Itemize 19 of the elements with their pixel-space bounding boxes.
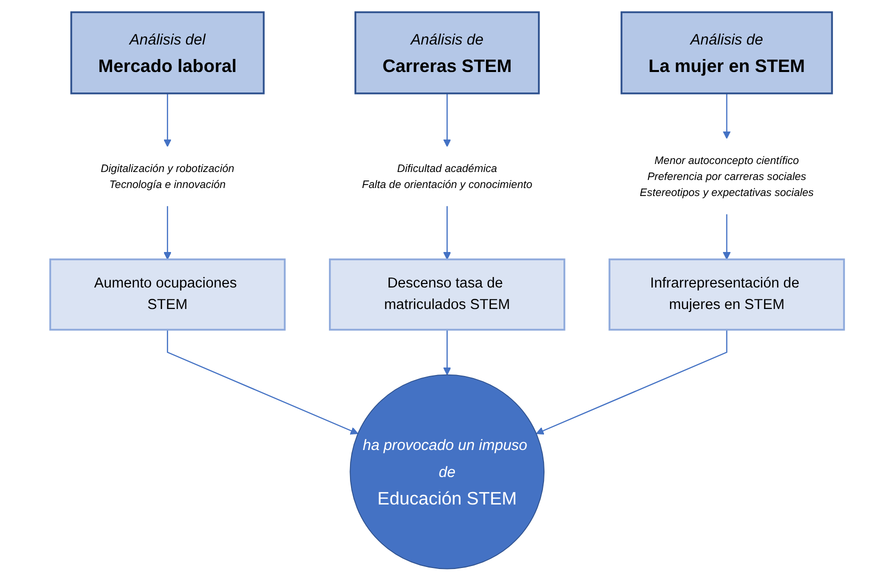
arrow [164,206,172,260]
node-box: Infrarrepresentación de mujeres en STEM [608,258,846,331]
node-text: Menor autoconcepto científico Preferencia por carreras sociales Estereotipos y expectativas sociales [640,154,814,199]
node-circle: ha provocado un impuso de Educación STEM [350,374,545,570]
arrow [164,93,172,147]
arrow [444,93,452,147]
arrow [444,206,452,260]
node-box: Análisis de La mujer en STEM [620,11,834,94]
node-box: Análisis de Carreras STEM [354,11,540,94]
arrow [723,93,732,139]
node-box: Análisis del Mercado laboral [70,11,265,94]
node-box: Descenso tasa de matriculados STEM [329,258,566,331]
node-box: Aumento ocupaciones STEM [50,258,286,331]
arrow [536,330,728,435]
arrow [723,214,732,260]
node-text: Dificultad académica Falta de orientación y conocimiento [362,162,533,191]
arrow [167,330,359,435]
arrow [444,330,452,376]
node-text: Digitalización y robotización Tecnología e innovación [101,162,235,191]
